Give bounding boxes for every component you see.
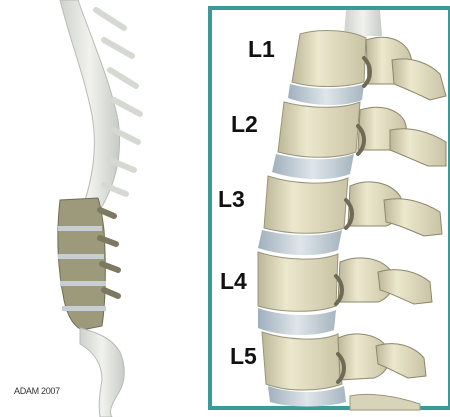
copyright-credit: ADAM 2007 <box>14 386 60 396</box>
label-l5: L5 <box>230 343 257 370</box>
label-l2: L2 <box>231 111 258 138</box>
full-spine <box>58 0 140 417</box>
label-l1: L1 <box>248 36 275 63</box>
label-l3: L3 <box>218 186 245 213</box>
label-l4: L4 <box>220 268 247 295</box>
